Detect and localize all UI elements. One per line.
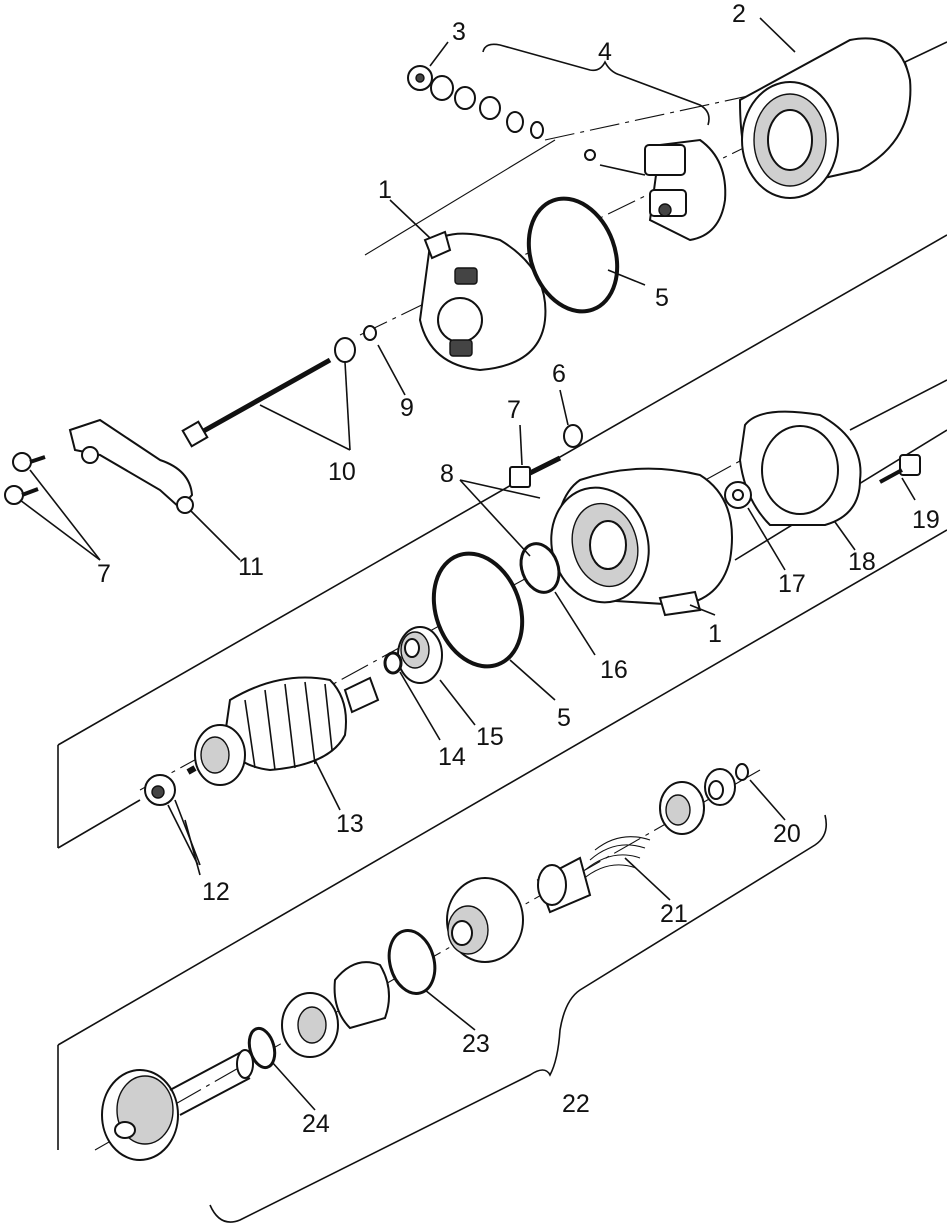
callout-21: 21 xyxy=(660,900,688,928)
callout-8: 8 xyxy=(440,460,454,488)
callout-2: 2 xyxy=(732,0,746,28)
callout-24: 24 xyxy=(302,1110,330,1138)
callout-20: 20 xyxy=(773,820,801,848)
front-cover xyxy=(418,230,547,372)
callout-18: 18 xyxy=(848,548,876,576)
through-bolt xyxy=(181,337,356,448)
callout-7-left: 7 xyxy=(97,560,111,588)
callout-11: 11 xyxy=(238,553,264,581)
brush-holder xyxy=(584,138,727,242)
callout-1-front-cover: 1 xyxy=(378,176,392,204)
mounting-bracket xyxy=(4,418,194,514)
o-ring-upper xyxy=(526,196,620,314)
callout-4: 4 xyxy=(598,38,612,66)
callout-labels: 1 2 3 4 5 6 7 7 8 9 10 11 12 13 14 15 16… xyxy=(97,0,940,1138)
callout-12: 12 xyxy=(202,878,230,906)
rear-housing xyxy=(550,467,733,617)
pinion-gear-shaft xyxy=(101,1049,254,1161)
callout-17: 17 xyxy=(778,570,806,598)
armature xyxy=(186,676,380,786)
washer-small xyxy=(363,325,377,341)
clutch-assembly xyxy=(247,763,749,1070)
washer-and-bolt-center xyxy=(509,424,583,488)
washer-stack xyxy=(407,65,544,139)
callout-16: 16 xyxy=(600,656,628,684)
callout-22: 22 xyxy=(562,1090,590,1118)
callout-7-center: 7 xyxy=(507,396,521,424)
callout-9: 9 xyxy=(400,394,414,422)
callout-13: 13 xyxy=(336,810,364,838)
callout-3: 3 xyxy=(452,18,466,46)
callout-1-rear-housing: 1 xyxy=(708,620,722,648)
group-braces xyxy=(209,43,828,1223)
callout-23: 23 xyxy=(462,1030,490,1058)
callout-6: 6 xyxy=(552,360,566,388)
callout-5-lower: 5 xyxy=(557,704,571,732)
bearing xyxy=(383,626,443,684)
leader-lines xyxy=(19,17,916,1111)
o-rings-lower xyxy=(431,542,561,669)
callout-15: 15 xyxy=(476,723,504,751)
yoke-housing xyxy=(738,37,912,199)
callout-10: 10 xyxy=(328,458,356,486)
gasket-plate xyxy=(724,410,921,526)
callout-5-upper: 5 xyxy=(655,284,669,312)
callout-14: 14 xyxy=(438,743,466,771)
callout-19: 19 xyxy=(912,506,940,534)
brush xyxy=(144,774,201,866)
